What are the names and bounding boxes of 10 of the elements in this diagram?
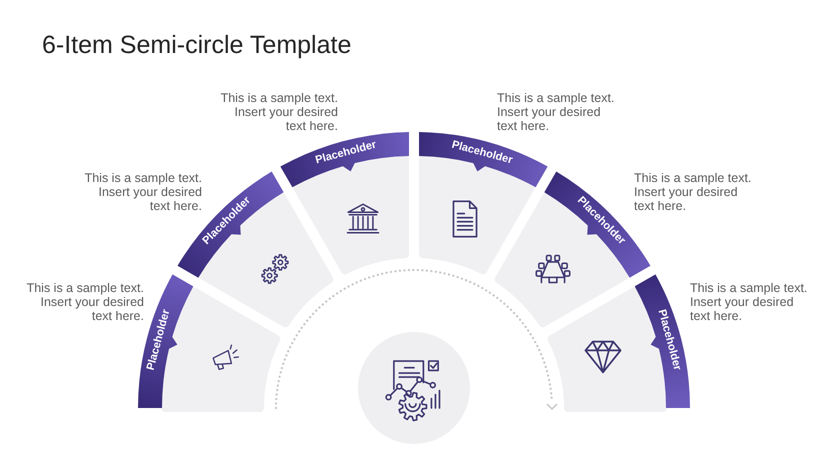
segment-band	[634, 274, 690, 408]
segment-band	[280, 132, 410, 188]
description-text: This is a sample text. Insert your desired text here.	[634, 171, 752, 213]
segment-band	[418, 132, 548, 188]
description-text: This is a sample text. Insert your desired text here.	[690, 281, 808, 323]
description-text: This is a sample text. Insert your desired text here.	[84, 171, 202, 213]
description-text: This is a sample text. Insert your desired text here.	[26, 281, 144, 323]
description-text: This is a sample text. Insert your desired text here.	[220, 91, 338, 133]
description-text: This is a sample text. Insert your desired text here.	[497, 91, 616, 133]
title: 6-Item Semi-circle Template	[42, 30, 352, 60]
